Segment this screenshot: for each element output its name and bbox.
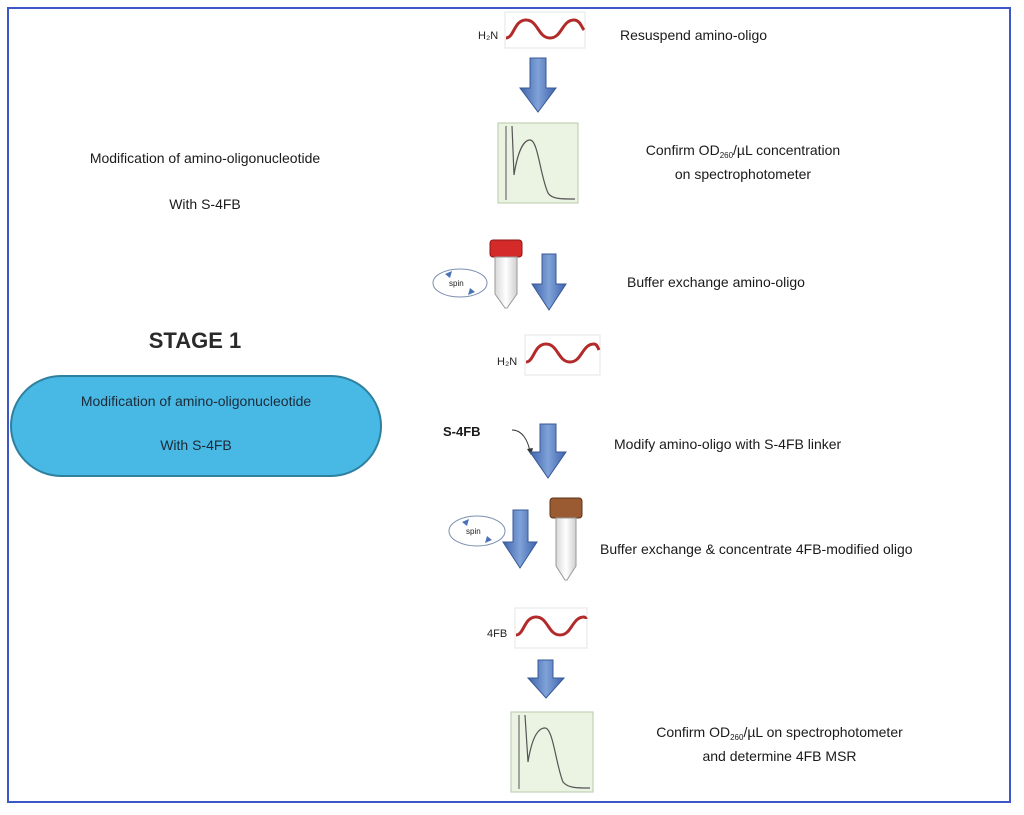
step-modify: Modify amino-oligo with S-4FB linker: [614, 436, 842, 452]
spin-icon-1: [432, 268, 488, 298]
spin-label-2: spin: [466, 527, 481, 536]
pill-line1: Modification of amino-oligonucleotide: [80, 393, 312, 409]
spin-column-icon-red: [489, 239, 523, 309]
stage-title: STAGE 1: [148, 328, 242, 353]
down-arrow-2: [531, 253, 567, 311]
down-arrow-5: [526, 659, 566, 699]
diagram-frame: [7, 7, 1011, 803]
down-arrow-3: [529, 423, 567, 479]
step-resuspend: Resuspend amino-oligo: [620, 27, 768, 43]
left-description-line1: Modification of amino-oligonucleotide: [89, 150, 321, 166]
oligo-icon-4fb: [514, 607, 588, 649]
step-confirm-od-2-line2: and determine 4FB MSR: [702, 748, 857, 764]
spin-column-icon-brown: [549, 497, 583, 581]
step-buffer-concentrate: Buffer exchange & concentrate 4FB-modifi…: [600, 541, 913, 557]
oligo-icon-top: [504, 11, 586, 49]
left-description-line2: With S-4FB: [169, 196, 241, 212]
down-arrow-1: [519, 57, 557, 113]
spin-icon-2: [448, 515, 506, 547]
s4fb-reagent-label: S-4FB: [443, 424, 481, 439]
spin-label-1: spin: [449, 279, 464, 288]
step-confirm-od-1-sub: 260: [719, 151, 734, 160]
fourfb-label: 4FB: [487, 628, 508, 640]
spectrophotometer-icon-2: [510, 711, 594, 793]
stage-pill: Modification of amino-oligonucleotide Wi…: [10, 375, 382, 477]
spectrophotometer-icon-1: [497, 122, 579, 204]
step-confirm-od-2-sub: 260: [730, 733, 744, 742]
step-confirm-od-1-line2: on spectrophotometer: [674, 166, 812, 182]
step-confirm-od-1: Confirm OD260/µL concentration on spectr…: [618, 141, 868, 183]
reagent-arrow-icon: [511, 429, 531, 453]
oligo-icon-mid: [524, 334, 601, 376]
step-confirm-od-2-post: /µL on spectrophotometer: [743, 724, 903, 740]
amine-label-top: H₂N: [478, 30, 499, 42]
step-confirm-od-2: Confirm OD260/µL on spectrophotometer an…: [622, 723, 937, 765]
pill-line2: With S-4FB: [160, 437, 232, 453]
step-confirm-od-1-pre: Confirm OD: [645, 142, 720, 158]
amine-label-mid: H₂N: [497, 356, 518, 368]
step-confirm-od-2-pre: Confirm OD: [656, 724, 731, 740]
step-confirm-od-1-post: /µL concentration: [733, 142, 841, 158]
down-arrow-4: [502, 509, 538, 569]
step-buffer-exchange: Buffer exchange amino-oligo: [627, 274, 805, 290]
